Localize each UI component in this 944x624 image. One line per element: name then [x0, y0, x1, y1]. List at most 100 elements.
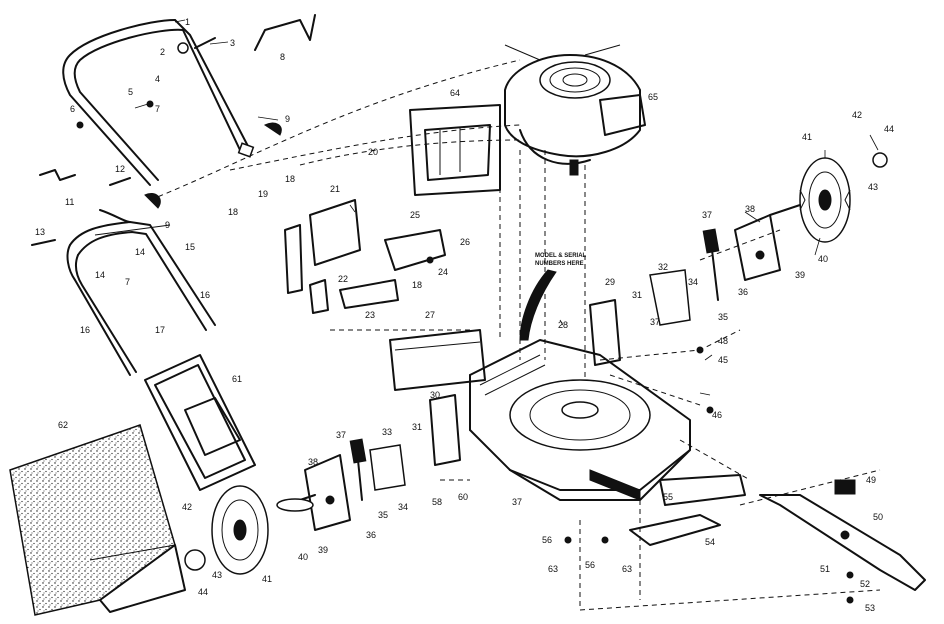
part-label-60: 60 [458, 492, 468, 502]
rear-wheel-right [799, 157, 851, 243]
part-label-15: 15 [185, 242, 195, 252]
part-label-42b: 42 [182, 502, 192, 512]
part-label-18b: 18 [228, 207, 238, 217]
part-label-51: 51 [820, 564, 830, 574]
part-label-49: 49 [866, 475, 876, 485]
part-label-40: 40 [818, 254, 828, 264]
bracket-29 [589, 299, 621, 366]
part-label-2: 2 [160, 47, 165, 57]
part-label-28: 28 [558, 320, 568, 330]
part-label-41: 41 [802, 132, 812, 142]
part-label-24: 24 [438, 267, 448, 277]
part-label-37d: 37 [512, 497, 522, 507]
baffle-54 [629, 514, 721, 546]
part-label-9: 9 [285, 114, 290, 124]
part-label-58: 58 [432, 497, 442, 507]
part-label-62: 62 [58, 420, 68, 430]
part-label-32: 32 [658, 262, 668, 272]
part-label-63b: 63 [622, 564, 632, 574]
rear-flap-assembly [284, 199, 486, 391]
part-label-16: 16 [80, 325, 90, 335]
part-label-36: 36 [738, 287, 748, 297]
part-label-64: 64 [450, 88, 460, 98]
grass-catcher-bag [9, 424, 186, 616]
part-label-43: 43 [868, 182, 878, 192]
part-label-17: 17 [155, 325, 165, 335]
mower-deck [469, 339, 691, 501]
part-label-20: 20 [368, 147, 378, 157]
adjuster-plate-right [649, 269, 691, 326]
part-label-37: 37 [702, 210, 712, 220]
model-serial-indicator: MODEL & SERIAL NUMBERS HERE [519, 253, 587, 341]
front-wheel-left [211, 485, 269, 575]
part-label-38: 38 [745, 204, 755, 214]
part-label-37c: 37 [650, 317, 660, 327]
part-label-45: 45 [718, 355, 728, 365]
part-label-31b: 31 [412, 422, 422, 432]
model-serial-note-line2: NUMBERS HERE [535, 261, 584, 267]
part-label-39: 39 [795, 270, 805, 280]
part-label-30: 30 [430, 390, 440, 400]
lower-handle [66, 209, 216, 376]
part-label-61: 61 [232, 374, 242, 384]
adjuster-plate-left [369, 444, 406, 491]
part-label-18: 18 [285, 174, 295, 184]
blade-adapter [834, 479, 856, 495]
part-label-40b: 40 [298, 552, 308, 562]
part-label-7b: 7 [125, 277, 130, 287]
part-label-35: 35 [718, 312, 728, 322]
part-label-48: 48 [718, 336, 728, 346]
part-label-13: 13 [35, 227, 45, 237]
part-label-33: 33 [382, 427, 392, 437]
part-label-11: 11 [65, 197, 74, 207]
part-number-labels: 1 2 3 4 5 6 7 7 8 9 9 11 12 13 14 14 15 … [35, 17, 894, 613]
baffle-55 [659, 474, 746, 506]
part-label-26: 26 [460, 237, 470, 247]
bracket-30 [429, 394, 461, 466]
part-label-16b: 16 [200, 290, 210, 300]
part-label-63: 63 [548, 564, 558, 574]
model-serial-note-line1: MODEL & SERIAL [535, 253, 587, 259]
part-label-18c: 18 [412, 280, 422, 290]
part-label-14: 14 [95, 270, 105, 280]
engine [504, 44, 646, 176]
part-label-12: 12 [115, 164, 125, 174]
part-label-56: 56 [542, 535, 552, 545]
part-label-29: 29 [605, 277, 615, 287]
part-label-39b: 39 [318, 545, 328, 555]
part-label-31: 31 [632, 290, 642, 300]
part-label-44b: 44 [198, 587, 208, 597]
part-label-46: 46 [712, 410, 722, 420]
part-label-37b: 37 [336, 430, 346, 440]
part-label-14b: 14 [135, 247, 145, 257]
part-label-52: 52 [860, 579, 870, 589]
part-label-8: 8 [280, 52, 285, 62]
part-label-36b: 36 [366, 530, 376, 540]
part-label-42: 42 [852, 110, 862, 120]
part-label-50: 50 [873, 512, 883, 522]
height-adjuster-lever-right [702, 228, 720, 301]
part-label-7: 7 [155, 104, 160, 114]
part-label-44: 44 [884, 124, 894, 134]
part-label-1: 1 [185, 17, 190, 27]
part-label-53: 53 [865, 603, 875, 613]
part-label-34: 34 [688, 277, 698, 287]
grass-bag-frame [144, 354, 256, 491]
part-label-21: 21 [330, 184, 340, 194]
part-label-41b: 41 [262, 574, 272, 584]
engine-bracket [409, 104, 501, 196]
hardware-parts [31, 14, 888, 604]
part-label-35b: 35 [378, 510, 388, 520]
part-label-4: 4 [155, 74, 160, 84]
part-label-23: 23 [365, 310, 375, 320]
part-label-9b: 9 [165, 220, 170, 230]
axle-bracket-right [734, 204, 801, 281]
part-label-55: 55 [663, 492, 673, 502]
part-label-3: 3 [230, 38, 235, 48]
part-label-6: 6 [70, 104, 75, 114]
leader-lines [134, 19, 879, 396]
upper-handle [62, 19, 255, 186]
part-label-19: 19 [258, 189, 268, 199]
part-label-22: 22 [338, 274, 348, 284]
